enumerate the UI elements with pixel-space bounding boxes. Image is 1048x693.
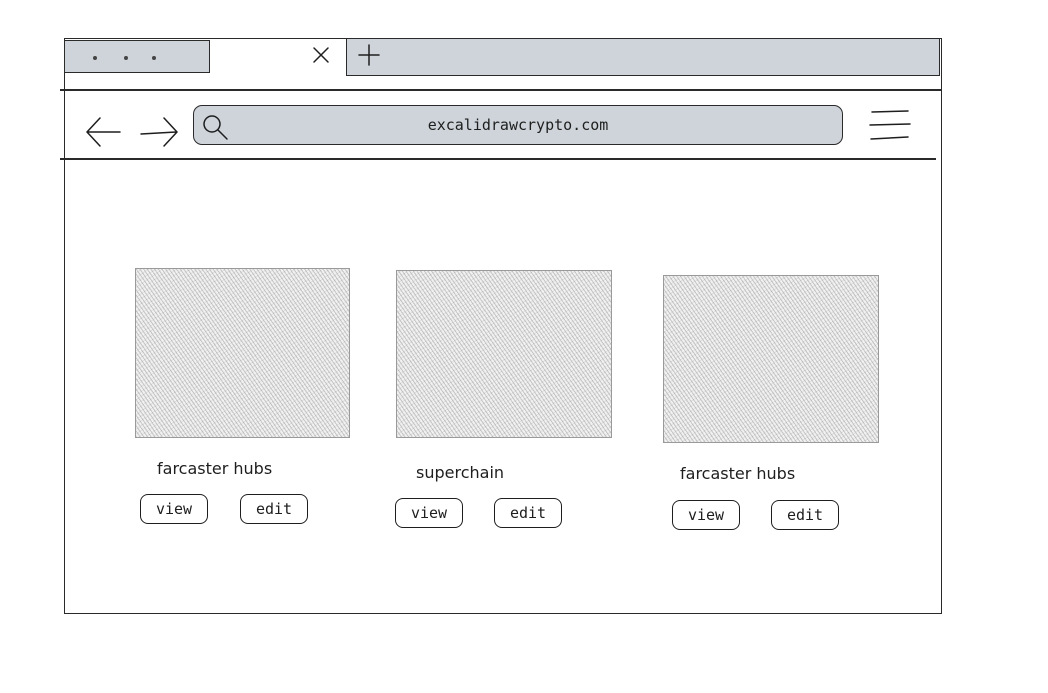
card-thumbnail[interactable] bbox=[663, 275, 879, 443]
toolbar-divider-top bbox=[60, 89, 942, 91]
arrow-left-icon[interactable] bbox=[84, 112, 126, 152]
window-dot-icon bbox=[93, 56, 97, 60]
window-controls[interactable] bbox=[64, 40, 210, 73]
plus-icon[interactable] bbox=[356, 42, 382, 68]
view-button[interactable]: view bbox=[672, 500, 740, 530]
card-title: superchain bbox=[416, 463, 505, 482]
card-title: farcaster hubs bbox=[680, 464, 796, 483]
search-icon[interactable] bbox=[200, 112, 230, 142]
window-dot-icon bbox=[152, 56, 156, 60]
card-thumbnail[interactable] bbox=[135, 268, 350, 438]
card-thumbnail[interactable] bbox=[396, 270, 612, 438]
new-tab-area[interactable] bbox=[346, 38, 940, 76]
edit-button[interactable]: edit bbox=[494, 498, 562, 528]
address-bar[interactable]: excalidrawcrypto.com bbox=[193, 105, 843, 145]
window-dot-icon bbox=[124, 56, 128, 60]
edit-button[interactable]: edit bbox=[771, 500, 839, 530]
url-text: excalidrawcrypto.com bbox=[427, 116, 609, 134]
close-icon[interactable] bbox=[310, 44, 332, 66]
edit-button[interactable]: edit bbox=[240, 494, 308, 524]
toolbar-divider-bottom bbox=[60, 158, 936, 160]
view-button[interactable]: view bbox=[140, 494, 208, 524]
view-button[interactable]: view bbox=[395, 498, 463, 528]
arrow-right-icon[interactable] bbox=[138, 112, 180, 152]
card-title: farcaster hubs bbox=[157, 459, 273, 478]
hamburger-menu-icon[interactable] bbox=[868, 108, 912, 142]
